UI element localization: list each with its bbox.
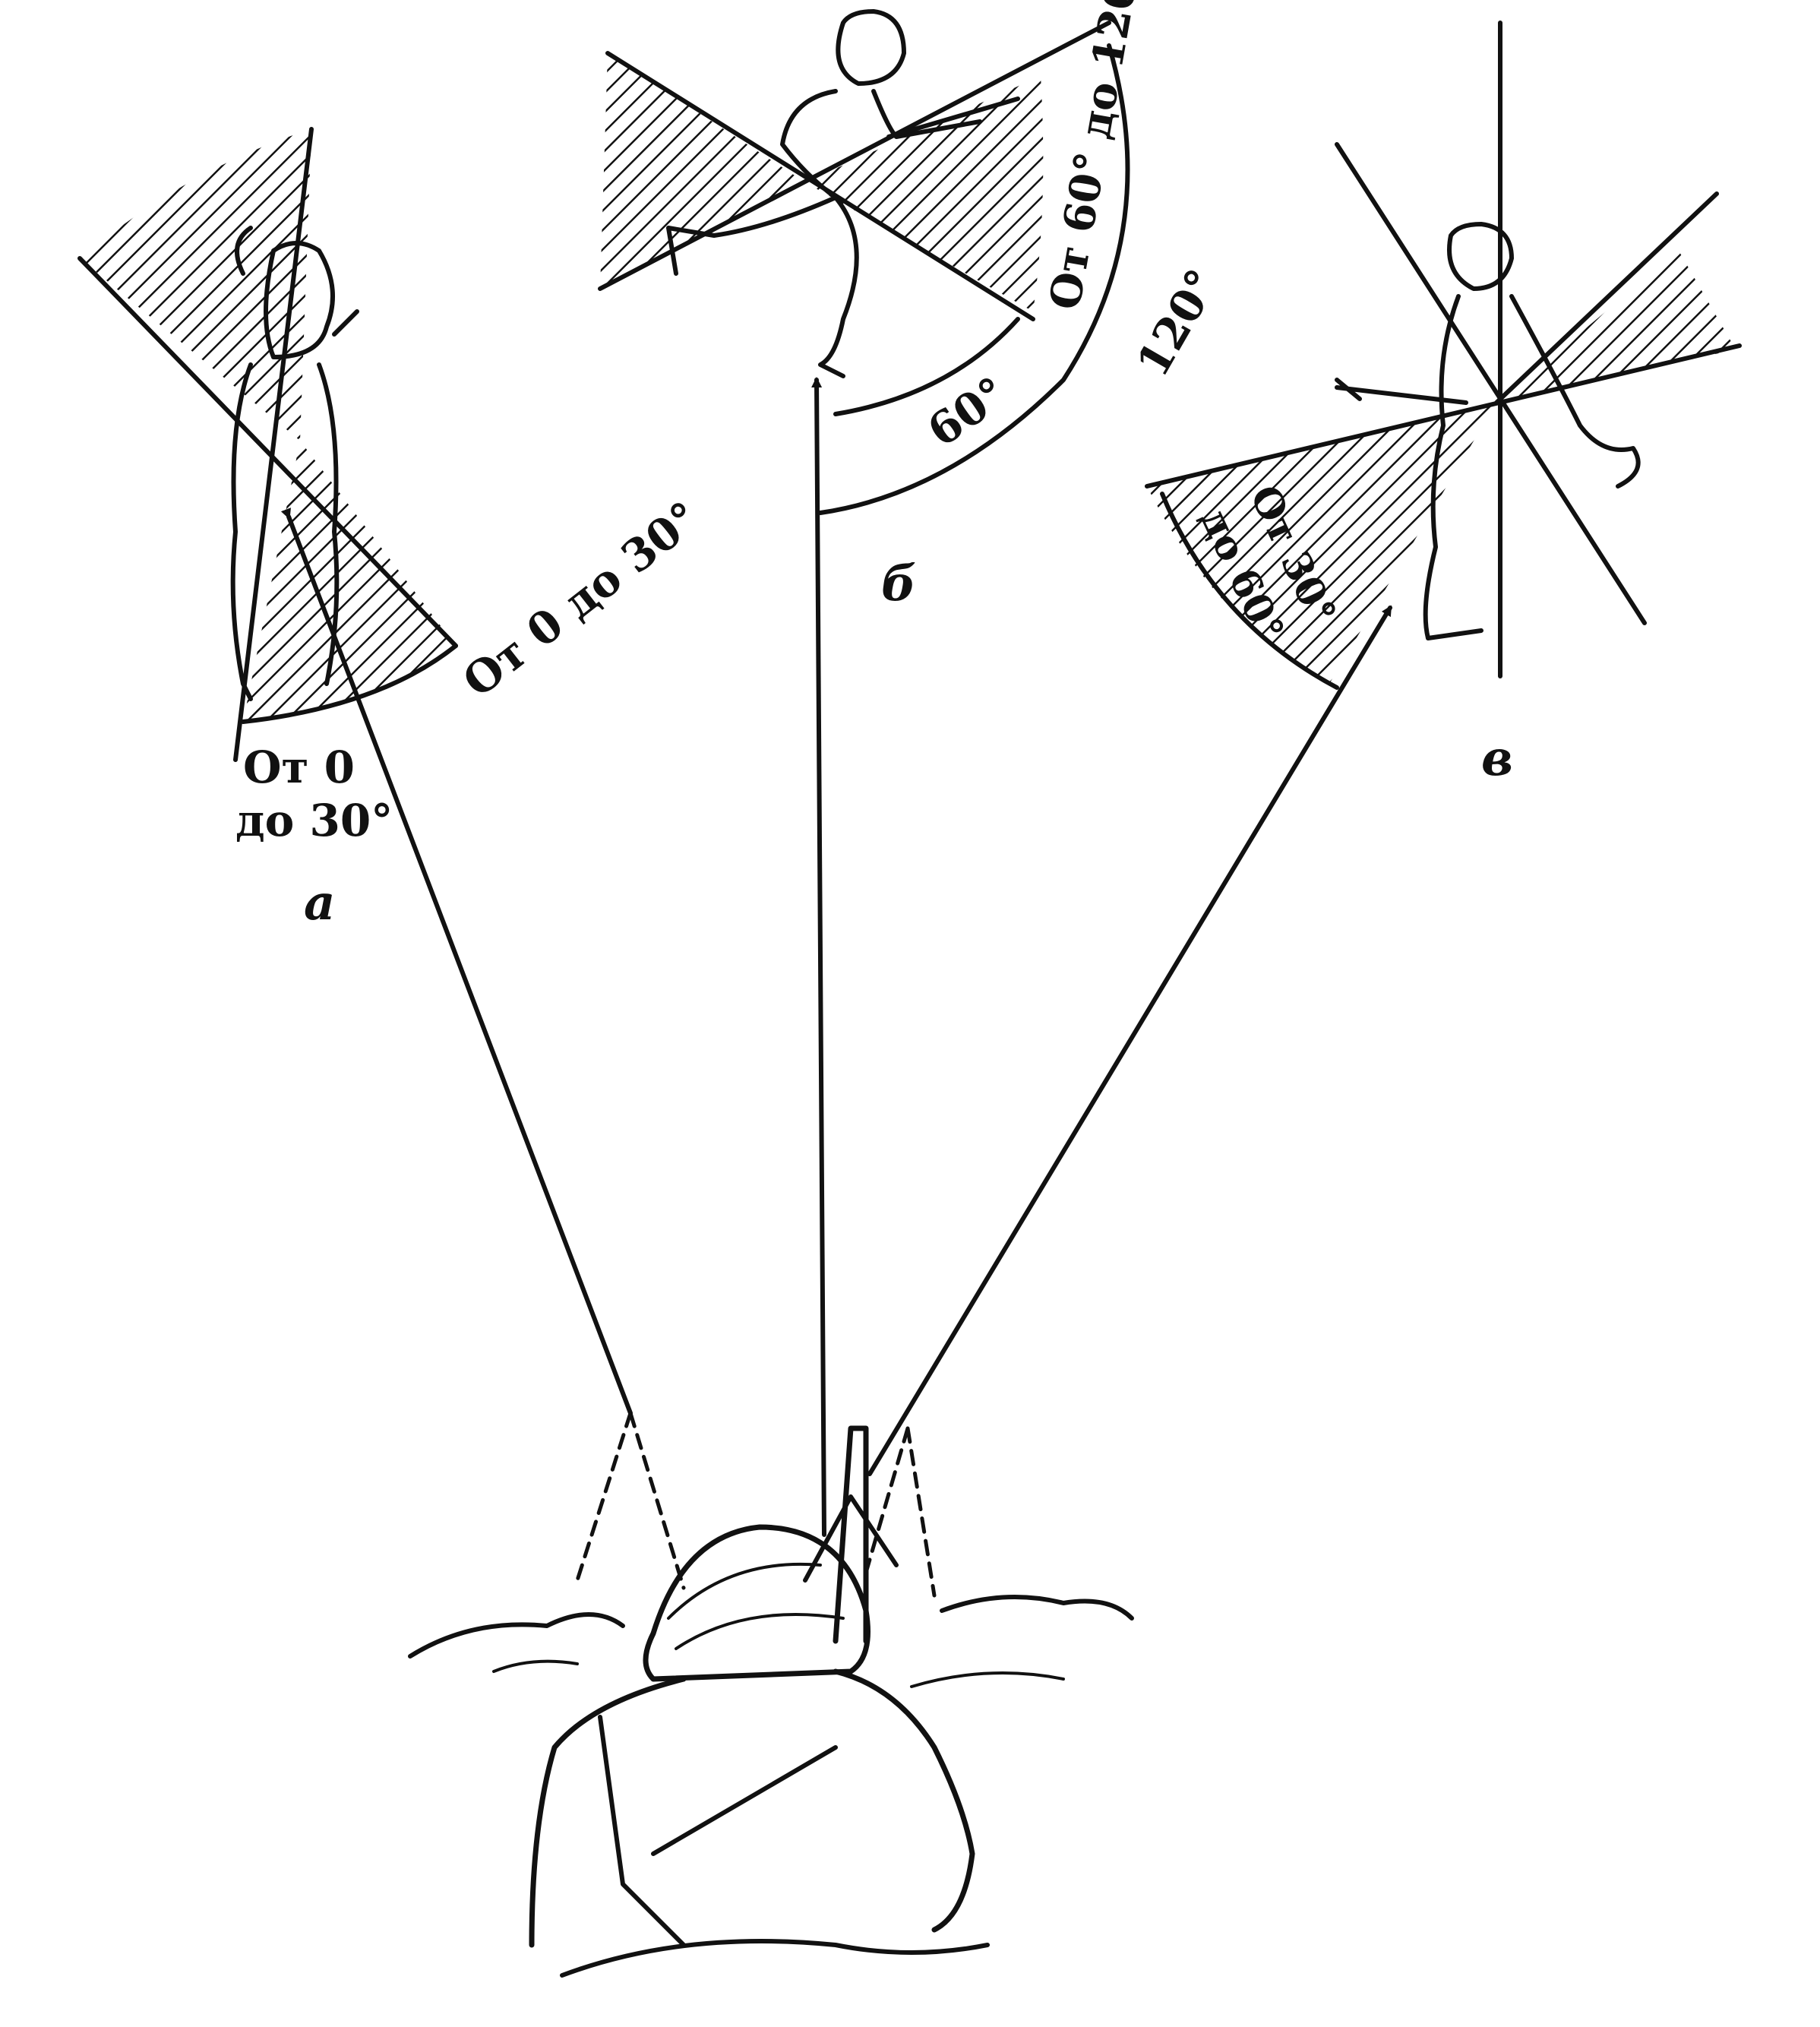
left-view-cone [575,1411,686,1590]
ground-front [560,1939,990,1978]
panel-a-hatched-sector-lower [243,441,456,722]
panel-b-hatched-sector-left [600,53,805,289]
helmet [643,1524,871,1682]
right-view-cone [864,1426,937,1598]
panel-a-base-label-2: до 30° [235,795,393,846]
panel-v-hatched-sector-left [1147,403,1496,684]
running-soldier-with-rifle-figure [1335,222,1641,640]
ground-line-left [408,1612,625,1659]
panel-v-arc [1160,492,1339,690]
helmet-shading [667,1562,845,1650]
panel-b-label-60: 60° [918,367,1016,457]
panel-v-letter: в [1481,730,1513,787]
panel-a-base-label-1: От 0 [243,742,355,793]
panel-b-arc-label: От 60° до 120° [1040,0,1151,313]
observer-strap-left [598,1715,686,1947]
observer-left-shoulder [529,1676,687,1948]
panel-a: От 0 до 30° От 0 до 30° а [77,127,709,1415]
panel-b-label-120: 120° [1126,261,1228,385]
ground-line-left-2 [492,1659,579,1673]
panel-v-sight-line [867,605,1392,1476]
panel-a-sight-line [280,508,633,1415]
panel-a-arc [241,644,458,724]
helmeted-soldier-observer [408,1411,1134,1978]
panel-v: От 30° до 60° в [867,21,1742,1476]
running-soldier-figure [666,9,1020,378]
panel-a-inclined-line [77,256,458,648]
panel-a-vertical-axis [233,127,314,762]
ground-line-right-2 [910,1671,1065,1688]
panel-a-hatched-sector-upper [80,129,311,441]
panel-b-outer-arc [818,43,1130,515]
binocular-device [833,1425,869,1644]
ground-line-right [940,1595,1134,1621]
panel-a-arc-label: От 0 до 30° [453,492,709,707]
standing-soldier-figure [230,226,359,701]
observer-right-shoulder [833,1668,975,1933]
panel-b-inner-arc [833,317,1020,416]
panel-v-hatched-sector-right [1496,251,1736,403]
panel-b-sight-line [811,377,826,1537]
binocular-arms [803,1494,899,1583]
panel-b: От 60° до 120° 60° 120° б [598,0,1228,1537]
panel-b-line-2 [598,21,1111,291]
panel-b-letter: б [881,555,916,612]
panel-a-letter: а [304,874,335,931]
panel-b-hatched-sector-right [805,76,1044,311]
panel-v-diagonal-1 [1335,142,1647,625]
observer-strap-right [651,1745,838,1856]
panel-v-diagonal-3 [1494,191,1719,405]
